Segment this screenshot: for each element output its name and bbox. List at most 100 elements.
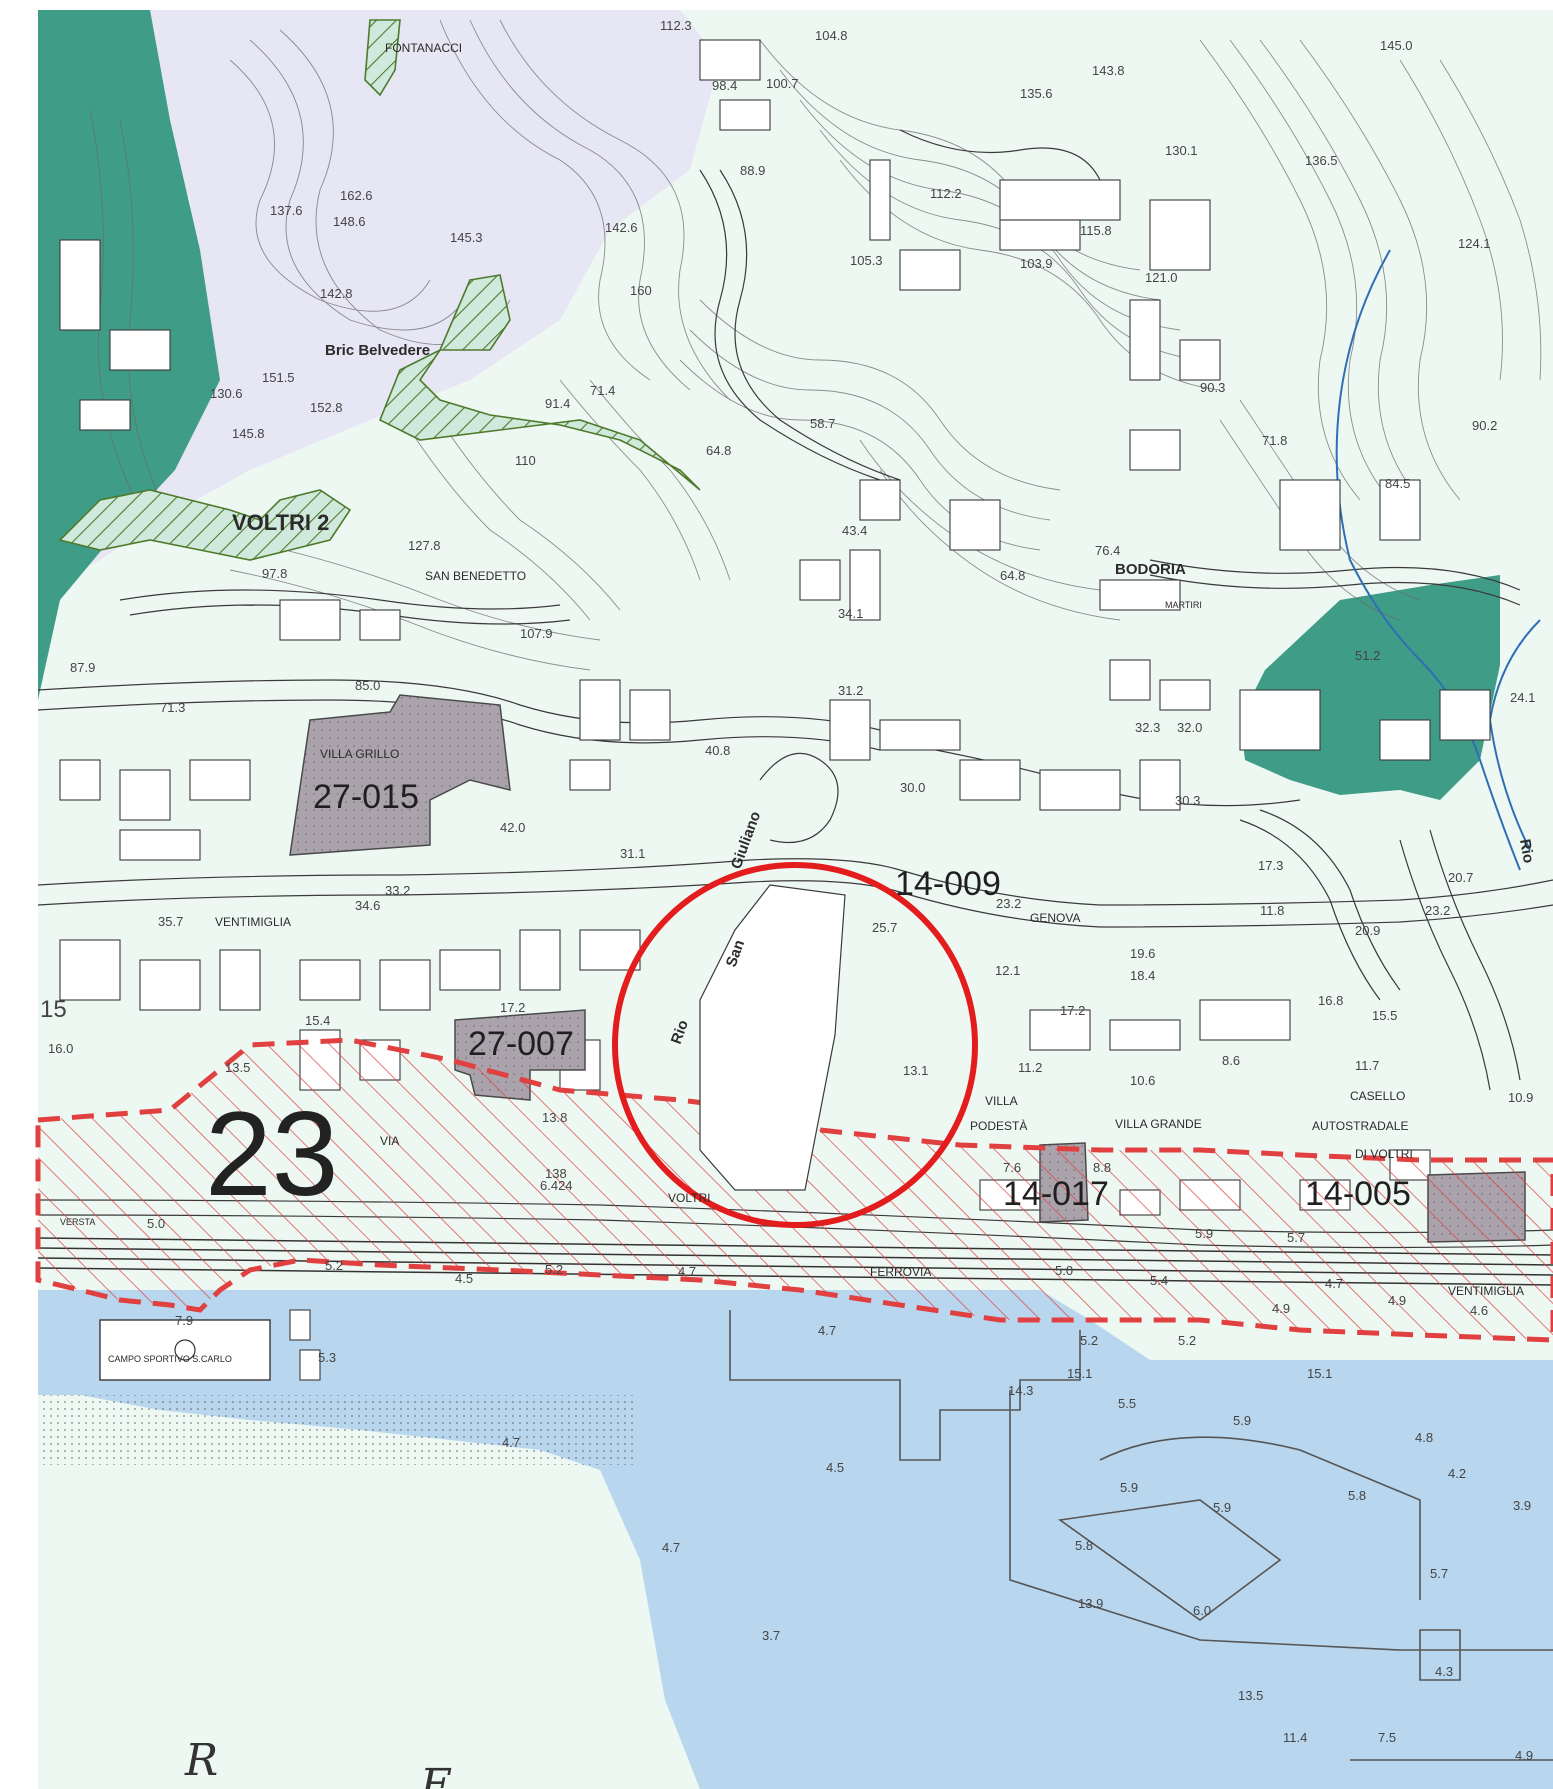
elevation-label: 8.6 [1222,1053,1240,1068]
lavender-zone [45,10,720,580]
elevation-label: 23.2 [996,896,1021,911]
elevation-label: 5.2 [545,1262,563,1277]
elevation-label: 17.2 [500,1000,525,1015]
elevation-label: 137.6 [270,203,303,218]
highlighted-parcel [699,884,846,1191]
elevation-label: 25.7 [872,920,897,935]
elevation-label: 103.9 [1020,256,1053,271]
elevation-label: 7.5 [1378,1730,1396,1745]
green-hatched-areas [58,19,701,561]
highlight-circle[interactable] [612,862,978,1228]
elevation-label: 76.4 [1095,543,1120,558]
label-ventimiglia-road: VENTIMIGLIA [215,915,291,929]
elevation-label: 3.9 [1513,1498,1531,1513]
elevation-label: 110 [515,453,536,468]
label-bric-belvedere: Bric Belvedere [325,342,430,359]
elevation-label: 124.1 [1458,236,1491,251]
elevation-label: 42.0 [500,820,525,835]
label-autostradale: AUTOSTRADALE [1312,1119,1408,1133]
elevation-label: 6.424 [540,1178,573,1193]
elevation-label: 17.3 [1258,858,1283,873]
elevation-label: 5.8 [1075,1538,1093,1553]
elevation-label: 130.6 [210,386,243,401]
label-villa-grande: VILLA GRANDE [1115,1117,1202,1131]
elevation-label: 4.3 [1435,1664,1453,1679]
parcel-code-27-007: 27-007 [468,1025,574,1063]
elevation-label: 4.7 [678,1264,696,1279]
elevation-label: 11.4 [1283,1730,1307,1745]
elevation-label: 145.3 [450,230,483,245]
elevation-label: 43.4 [842,523,867,538]
elevation-label: 14.3 [1008,1383,1033,1398]
elevation-label: 31.2 [838,683,863,698]
elevation-label: 4.6 [1470,1303,1488,1318]
elevation-label: 7.9 [175,1313,193,1328]
elevation-label: 5.0 [147,1216,165,1231]
elevation-label: 85.0 [355,678,380,693]
elevation-label: 5.9 [1213,1500,1231,1515]
elevation-label: 16.0 [48,1041,73,1056]
elevation-label: 4.2 [1448,1466,1466,1481]
elevation-label: 6.0 [1193,1603,1211,1618]
elevation-label: 4.9 [1515,1748,1533,1763]
beach-strip [38,1395,638,1465]
label-san-benedetto: SAN BENEDETTO [425,569,526,583]
elevation-label: 90.2 [1472,418,1497,433]
label-bodoria: BODORIA [1115,561,1186,578]
elevation-label: 40.8 [705,743,730,758]
label-genova-road: GENOVA [1030,911,1080,925]
elevation-label: 4.7 [662,1540,680,1555]
elevation-label: 135.6 [1020,86,1053,101]
elevation-label: 5.2 [325,1258,343,1273]
elevation-label: 19.6 [1130,946,1155,961]
elevation-label: 15 [40,996,67,1023]
elevation-label: 91.4 [545,396,570,411]
sports-field [99,1319,271,1381]
elevation-label: 4.5 [455,1271,473,1286]
elevation-label: 98.4 [712,78,737,93]
label-casello: CASELLO [1350,1089,1405,1103]
elevation-label: 145.8 [232,426,265,441]
label-rio-east: Rio [1516,838,1537,865]
elevation-label: 88.9 [740,163,765,178]
elevation-label: 15.1 [1307,1366,1332,1381]
elevation-label: 24.1 [1510,690,1535,705]
elevation-label: 12.1 [995,963,1020,978]
elevation-label: 20.9 [1355,923,1380,938]
elevation-label: 11.7 [1355,1058,1379,1073]
elevation-label: 97.8 [262,566,287,581]
elevation-label: 15.5 [1372,1008,1397,1023]
elevation-label: 104.8 [815,28,848,43]
elevation-label: 4.7 [502,1435,520,1450]
elevation-label: 4.7 [818,1323,836,1338]
elevation-label: 64.8 [1000,568,1025,583]
elevation-label: 121.0 [1145,270,1178,285]
label-campo-sportivo: CAMPO SPORTIVO S.CARLO [108,1354,232,1364]
elevation-label: 13.5 [1238,1688,1263,1703]
elevation-label: 8.8 [1093,1160,1111,1175]
elevation-label: 71.8 [1262,433,1287,448]
label-ventimiglia-east: VENTIMIGLIA [1448,1284,1524,1298]
elevation-label: 35.7 [158,914,183,929]
elevation-label: 5.7 [1287,1230,1305,1245]
elevation-label: 11.8 [1260,903,1284,918]
elevation-label: 5.9 [1233,1413,1251,1428]
elevation-label: 11.2 [1018,1060,1042,1075]
label-voltri: VOLTRI [668,1191,710,1205]
label-villa-grillo: VILLA GRILLO [320,747,399,761]
elevation-label: 5.9 [1195,1226,1213,1241]
sea-letter-e: E [419,1760,452,1789]
elevation-label: 4.5 [826,1460,844,1475]
elevation-label: 112.3 [660,18,692,33]
elevation-label: 32.3 [1135,720,1160,735]
elevation-label: 105.3 [850,253,883,268]
elevation-label: 30.3 [1175,793,1200,808]
elevation-label: 138 [545,1166,567,1181]
elevation-label: 13.9 [1078,1596,1103,1611]
elevation-label: 143.8 [1092,63,1125,78]
elevation-label: 58.7 [810,416,835,431]
elevation-label: 5.5 [1118,1396,1136,1411]
elevation-label: 23.2 [1425,903,1450,918]
elevation-label: 87.9 [70,660,95,675]
